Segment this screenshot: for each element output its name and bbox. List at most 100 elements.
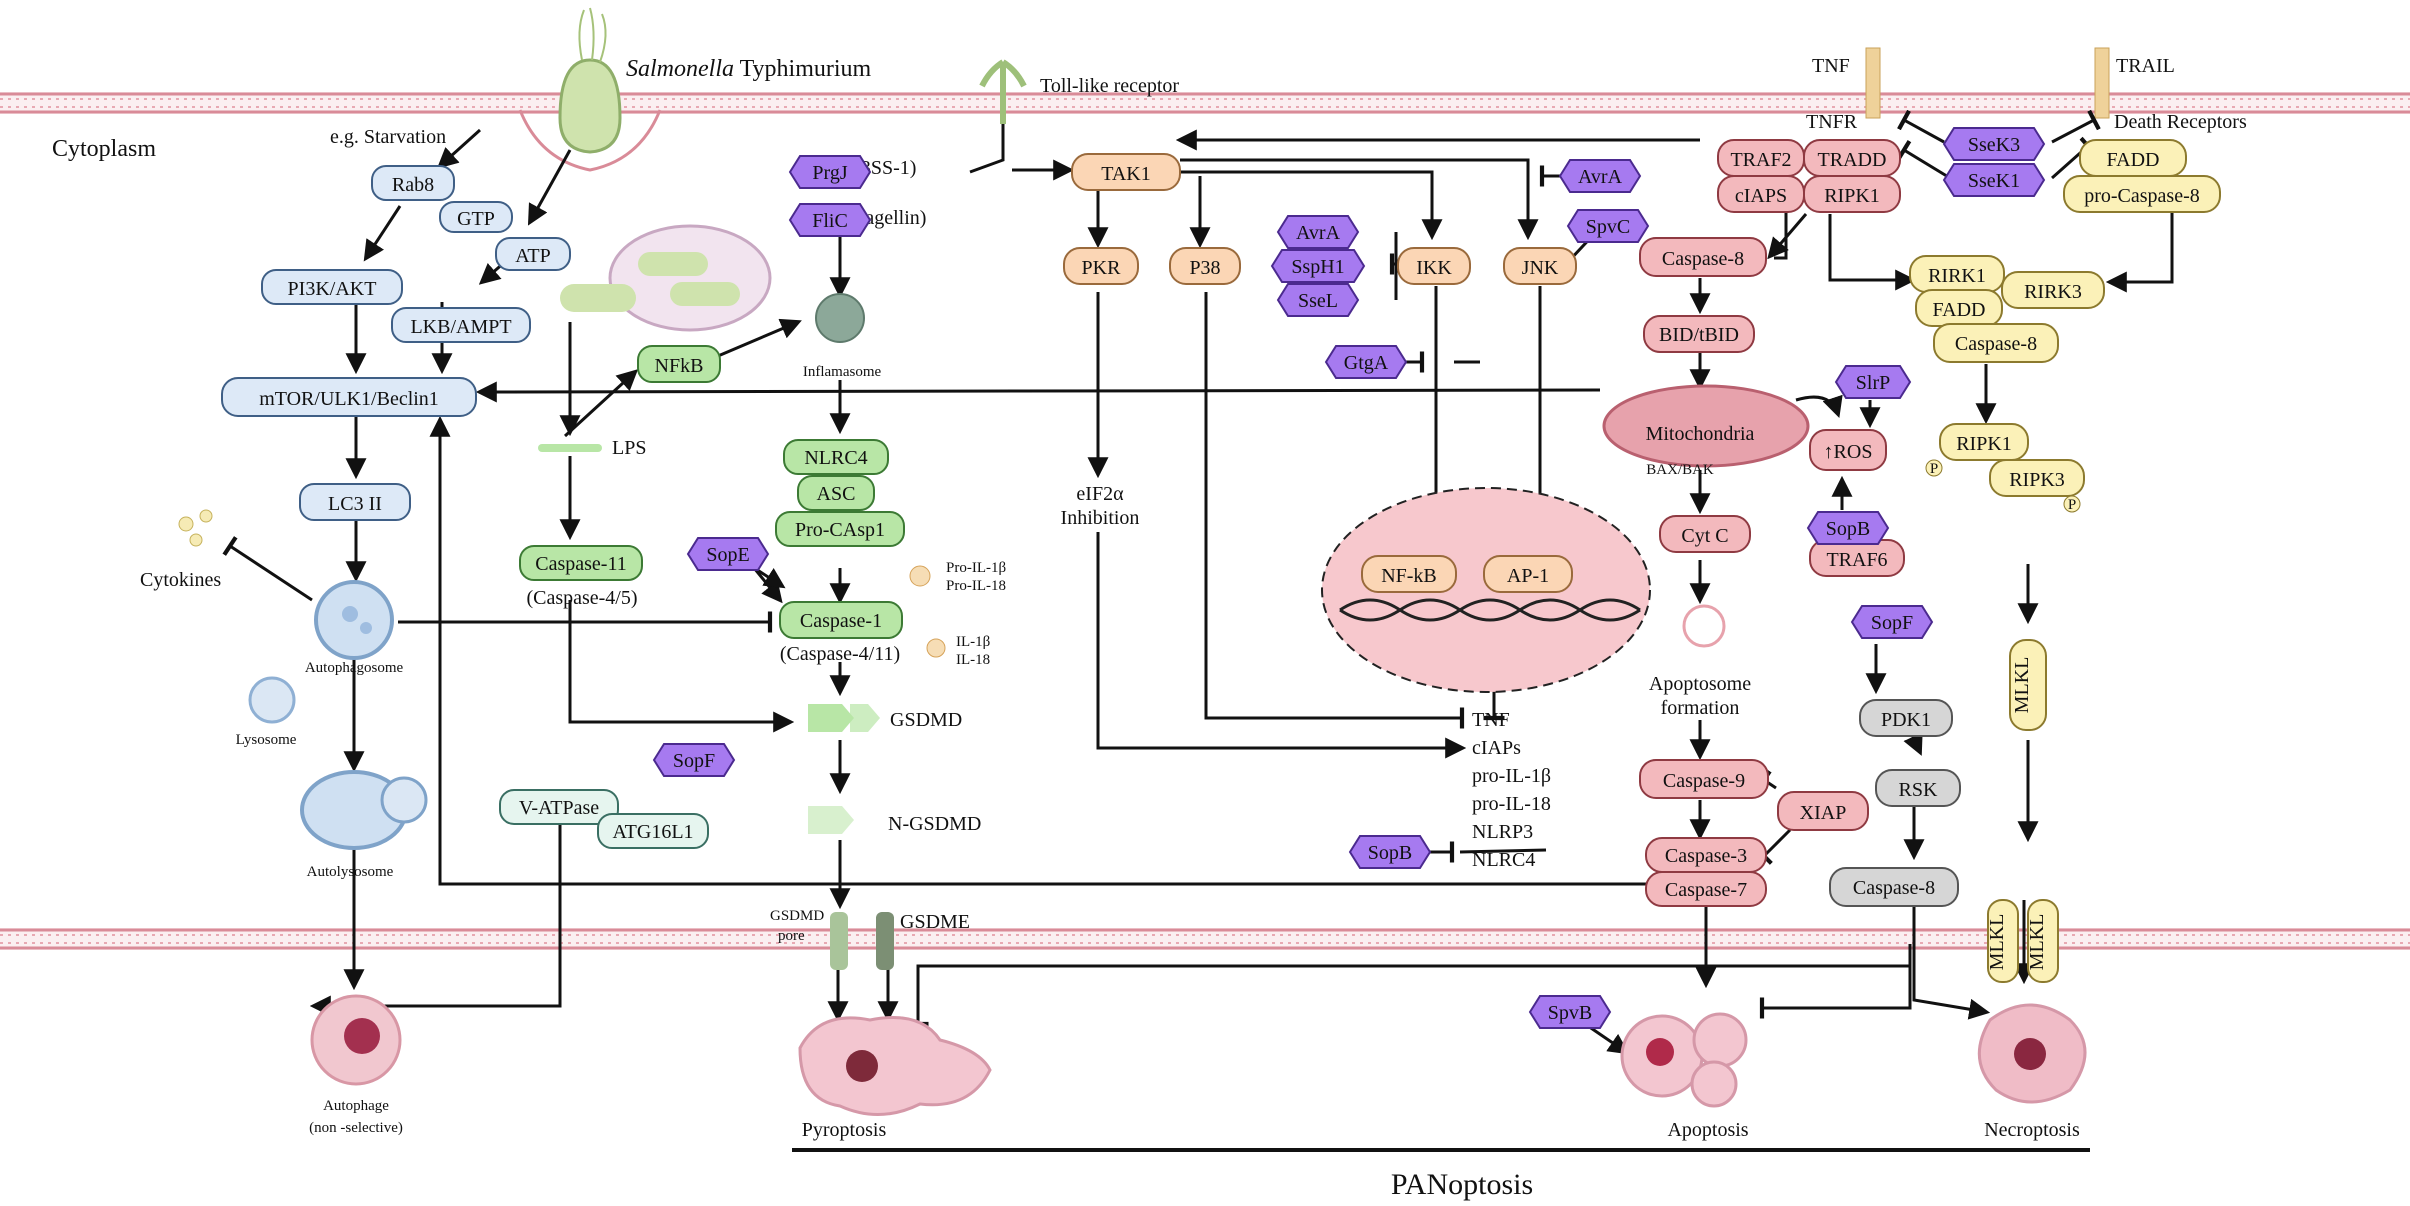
tradd-node: TRADD xyxy=(1803,139,1901,177)
spvc-effector: SpvC xyxy=(1566,209,1650,243)
nlrc4-node: NLRC4 xyxy=(783,439,889,475)
svg-text:TAK1: TAK1 xyxy=(1101,163,1151,185)
gsdmd-pore-icon xyxy=(830,912,848,970)
il18-label: IL-18 xyxy=(956,652,990,668)
caspase-4-11-label: (Caspase-4/11) xyxy=(780,643,900,665)
svg-text:PrgJ: PrgJ xyxy=(812,162,847,184)
phospho-badge: P xyxy=(2063,495,2081,513)
svg-text:FADD: FADD xyxy=(1933,299,1986,321)
tnfr-label: TNFR xyxy=(1806,111,1858,133)
gtp-node: GTP xyxy=(439,201,513,233)
svg-text:SseK3: SseK3 xyxy=(1968,134,2020,156)
xiap-node: XIAP xyxy=(1777,791,1869,831)
fadd-node: FADD xyxy=(2079,139,2187,177)
svg-text:RIPK1: RIPK1 xyxy=(1956,433,2012,455)
atp-node: ATP xyxy=(495,237,571,271)
p38-node: P38 xyxy=(1169,247,1241,285)
svg-text:P: P xyxy=(2068,497,2076,513)
target-gene: pro-IL-18 xyxy=(1472,793,1551,815)
effector-group: PrgJ FliC SopE SopF SopB AvrA SspH1 SseL… xyxy=(652,127,2046,1029)
target-gene: NLRP3 xyxy=(1472,821,1533,843)
sopb-effector: SopB xyxy=(1348,835,1432,869)
cyt-c-node: Cyt C xyxy=(1659,515,1751,553)
target-gene: NLRC4 xyxy=(1472,849,1535,871)
svg-text:SopB: SopB xyxy=(1368,842,1412,864)
bax-bak-label: BAX/BAK xyxy=(1646,462,1714,478)
svg-text:MLKL: MLKL xyxy=(2026,914,2048,971)
sope-effector: SopE xyxy=(686,537,770,571)
gsdmd-pore-label-1: GSDMD xyxy=(770,908,824,924)
svg-text:LC3 II: LC3 II xyxy=(328,493,382,515)
lps-label: LPS xyxy=(612,437,646,459)
svg-text:RIRK3: RIRK3 xyxy=(2024,281,2082,303)
inflamasome-label: Inflamasome xyxy=(803,364,882,380)
apoptosis-cell-icon xyxy=(1620,1012,1748,1108)
autolysosome-icon xyxy=(300,770,428,850)
svg-text:NF-kB: NF-kB xyxy=(1381,565,1437,587)
svg-text:SseL: SseL xyxy=(1298,290,1338,312)
cytokines-label: Cytokines xyxy=(140,569,221,591)
svg-text:PI3K/AKT: PI3K/AKT xyxy=(288,278,377,300)
svg-text:PDK1: PDK1 xyxy=(1881,709,1931,731)
svg-text:ATP: ATP xyxy=(515,245,551,267)
autolysosome-label: Autolysosome xyxy=(307,864,394,880)
svg-text:BID/tBID: BID/tBID xyxy=(1659,324,1739,346)
ikk-node: IKK xyxy=(1397,247,1471,285)
svg-text:FADD: FADD xyxy=(2107,149,2160,171)
pro-casp1-node: Pro-CAsp1 xyxy=(775,511,905,547)
n-gsdmd-icon xyxy=(808,806,854,834)
caspase-3-node: Caspase-3 xyxy=(1645,837,1767,873)
salmonella-bacterium-icon xyxy=(518,7,662,172)
svg-text:JNK: JNK xyxy=(1522,257,1559,279)
ripk3-node: RIPK3 xyxy=(1989,459,2085,497)
svg-text:LKB/AMPT: LKB/AMPT xyxy=(410,316,511,338)
v-atpase-node: V-ATPase xyxy=(499,789,619,825)
target-genes-list: TNF cIAPs pro-IL-1β pro-IL-18 NLRP3 NLRC… xyxy=(1472,709,1551,871)
prgj-effector: PrgJ xyxy=(788,155,872,189)
autophagosome-icon xyxy=(314,580,394,660)
svg-text:IKK: IKK xyxy=(1416,257,1452,279)
gsdmd-label: GSDMD xyxy=(890,709,962,731)
svg-text:SseK1: SseK1 xyxy=(1968,170,2020,192)
pro-caspase-8-node: pro-Caspase-8 xyxy=(2063,175,2221,213)
lps-icon xyxy=(538,444,602,452)
ripk1-node: RIPK1 xyxy=(1803,175,1901,213)
svg-text:AvrA: AvrA xyxy=(1296,222,1341,244)
gsdme-icon xyxy=(876,912,894,970)
phospho-badge: P xyxy=(1925,459,1943,477)
pro-il1b-label: Pro-IL-1β xyxy=(946,560,1006,576)
svg-text:SopF: SopF xyxy=(1871,612,1913,634)
svg-text:TRAF6: TRAF6 xyxy=(1826,549,1887,571)
atg16l1-node: ATG16L1 xyxy=(597,813,709,849)
tnf-label: TNF xyxy=(1812,55,1850,77)
pdk1-node: PDK1 xyxy=(1859,699,1953,737)
asc-node: ASC xyxy=(797,475,875,511)
pyroptosis-label: Pyroptosis xyxy=(802,1119,887,1141)
svg-text:P: P xyxy=(1930,461,1938,477)
nucleus-icon xyxy=(1321,487,1651,693)
caspase-4-5-label: (Caspase-4/5) xyxy=(526,587,637,609)
svg-text:cIAPS: cIAPS xyxy=(1735,185,1787,207)
target-gene: TNF xyxy=(1472,709,1510,731)
inhibition-label: Inhibition xyxy=(1061,507,1140,529)
svg-text:Caspase-9: Caspase-9 xyxy=(1663,770,1745,792)
slrp-effector: SlrP xyxy=(1834,365,1912,399)
svg-text:PKR: PKR xyxy=(1082,257,1122,279)
avra-effector: AvrA xyxy=(1558,159,1642,193)
svg-text:Caspase-8: Caspase-8 xyxy=(1955,333,2037,355)
svg-text:SopB: SopB xyxy=(1826,518,1870,540)
svg-text:pro-Caspase-8: pro-Caspase-8 xyxy=(2084,185,2200,207)
mitochondria-icon xyxy=(1602,384,1810,468)
caspase-7-node: Caspase-7 xyxy=(1645,871,1767,907)
tnf-ligand-icon xyxy=(1865,47,1881,119)
svg-text:XIAP: XIAP xyxy=(1800,802,1847,824)
avra-effector: AvrA xyxy=(1276,215,1360,249)
panoptosis-label: PANoptosis xyxy=(1391,1168,1533,1201)
pro-il18-label: Pro-IL-18 xyxy=(946,578,1006,594)
svg-text:SpvB: SpvB xyxy=(1548,1002,1592,1024)
svg-text:↑ROS: ↑ROS xyxy=(1824,441,1873,463)
svg-text:AvrA: AvrA xyxy=(1578,166,1623,188)
lkb-ampt-node: LKB/AMPT xyxy=(391,307,531,343)
